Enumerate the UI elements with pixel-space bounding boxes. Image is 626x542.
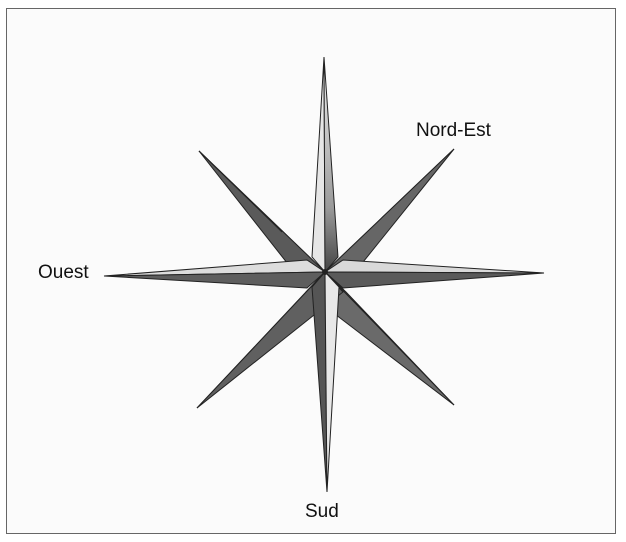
label-west: Ouest	[38, 263, 89, 282]
label-south: Sud	[305, 502, 339, 521]
label-northeast: Nord-Est	[416, 121, 491, 140]
point-west	[104, 260, 325, 288]
point-south	[312, 272, 339, 492]
rose-center	[322, 269, 328, 275]
point-north	[312, 57, 338, 272]
point-east	[325, 260, 544, 288]
